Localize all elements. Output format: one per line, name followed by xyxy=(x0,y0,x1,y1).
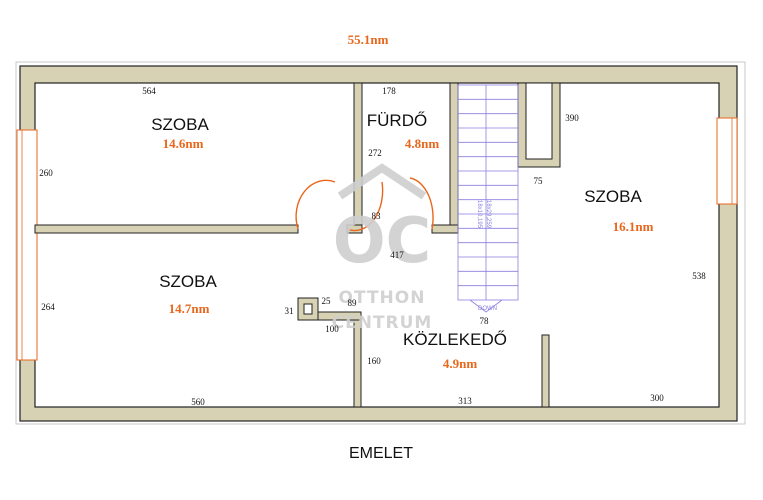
dim-bottom-mid-width: 313 xyxy=(458,396,472,406)
room-area-szoba-top-left: 14.6nm xyxy=(163,136,204,151)
stair-rise-label: 18x10,195 xyxy=(476,200,482,229)
dim-chimney-base: 100 xyxy=(325,324,339,334)
dim-right-height: 538 xyxy=(692,271,706,281)
dim-bath-height: 272 xyxy=(368,148,382,158)
room-area-kozlekedo: 4.9nm xyxy=(443,356,477,371)
total-area: 55.1nm xyxy=(348,32,389,47)
wall-corridor-right xyxy=(541,334,550,408)
room-area-szoba-bottom-left: 14.7nm xyxy=(169,301,210,316)
chimney-small-flue xyxy=(303,303,313,315)
dim-chimney-gap: 89 xyxy=(348,298,358,308)
window-right xyxy=(716,117,738,205)
dim-stair-landing: 78 xyxy=(480,316,490,326)
window-left xyxy=(16,129,38,361)
door-left-rooms xyxy=(295,179,336,230)
dim-bath-door: 83 xyxy=(372,211,382,221)
stair-arrow xyxy=(469,299,503,313)
chimney-flue xyxy=(525,82,553,160)
dim-chimney-offset: 75 xyxy=(534,176,544,186)
dim-bottom-left-width: 560 xyxy=(191,397,205,407)
room-area-furdo: 4.8nm xyxy=(405,136,439,151)
dim-left-upper-height: 260 xyxy=(39,168,53,178)
watermark-roof-icon xyxy=(337,163,427,200)
watermark-line2: CENTRUM xyxy=(332,313,433,333)
door-bath-right xyxy=(409,177,434,230)
dim-chimney-w: 25 xyxy=(322,296,332,306)
wall-bath-bottom xyxy=(431,224,459,234)
room-name-szoba-right: SZOBA xyxy=(584,187,642,206)
stair-tread-label: 18x29,259 xyxy=(485,200,491,229)
room-area-szoba-right: 16.1nm xyxy=(613,219,654,234)
stair-outline xyxy=(457,84,519,301)
watermark-line1: OTTHON xyxy=(339,288,426,308)
floor-label: EMELET xyxy=(349,445,413,462)
interior-floor xyxy=(34,82,720,408)
dim-bottom-right-width: 300 xyxy=(650,393,664,403)
watermark-logo: OC xyxy=(333,204,431,277)
dim-stair-width: 390 xyxy=(565,113,579,123)
wall-bath-right xyxy=(449,82,459,234)
door-bath-left xyxy=(346,181,384,232)
plan-frame xyxy=(15,61,746,425)
stair-down-label: DOWN xyxy=(478,306,497,312)
room-name-furdo: FÜRDŐ xyxy=(367,111,427,130)
watermark: OC OTTHON CENTRUM xyxy=(332,163,433,333)
wall-left-rooms xyxy=(34,224,299,234)
dim-left-lower-height: 264 xyxy=(41,302,55,312)
dim-chimney-h: 31 xyxy=(285,306,294,316)
room-name-szoba-bottom-left: SZOBA xyxy=(159,272,217,291)
dim-top-left-width: 564 xyxy=(142,86,156,96)
room-name-kozlekedo: KÖZLEKEDŐ xyxy=(403,330,507,349)
dim-corridor-left: 160 xyxy=(367,356,381,366)
dim-bath-width: 178 xyxy=(382,86,396,96)
dim-corridor-top: 417 xyxy=(390,250,404,260)
room-name-szoba-top-left: SZOBA xyxy=(151,115,209,134)
